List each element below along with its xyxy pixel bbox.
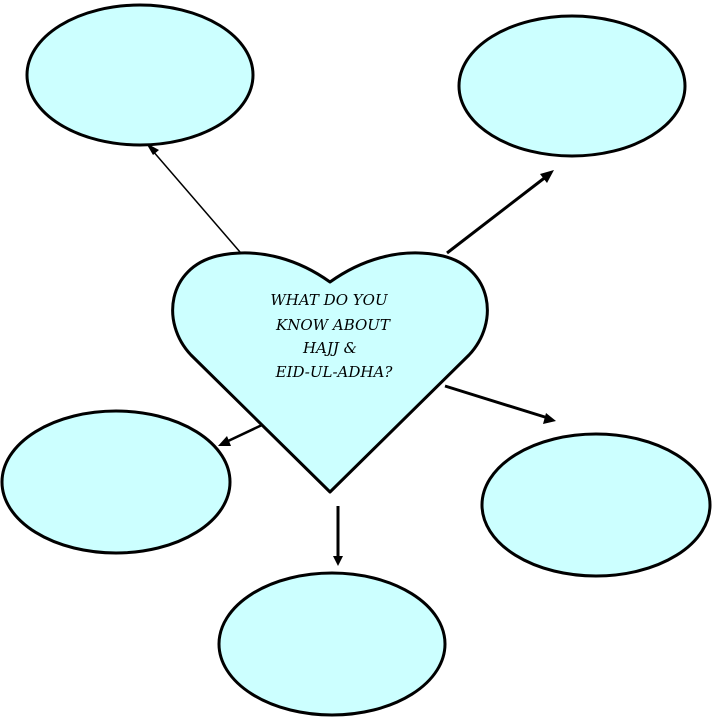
- bubble-top-left: [25, 3, 255, 147]
- arrow-to-middle-right: [444, 384, 556, 424]
- central-heart: [171, 251, 489, 494]
- heart-text-line-1: WHAT DO YOU: [270, 291, 389, 309]
- bubble-middle-right: [480, 432, 712, 578]
- arrow-to-top-left: [146, 143, 241, 253]
- bubble-middle-left: [0, 409, 232, 555]
- bubble-bottom: [217, 571, 447, 717]
- central-heart-text: WHAT DO YOU KNOW ABOUT HAJJ & EID-UL-ADH…: [270, 291, 393, 381]
- arrow-to-middle-left: [218, 423, 263, 446]
- heart-text-line-3: HAJJ &: [302, 339, 357, 357]
- heart-text-line-4: EID-UL-ADHA?: [275, 363, 394, 381]
- arrow-to-top-right: [446, 170, 554, 255]
- heart-text-line-2: KNOW ABOUT: [275, 316, 391, 334]
- arrow-to-bottom: [333, 506, 343, 566]
- bubble-top-right: [457, 14, 687, 158]
